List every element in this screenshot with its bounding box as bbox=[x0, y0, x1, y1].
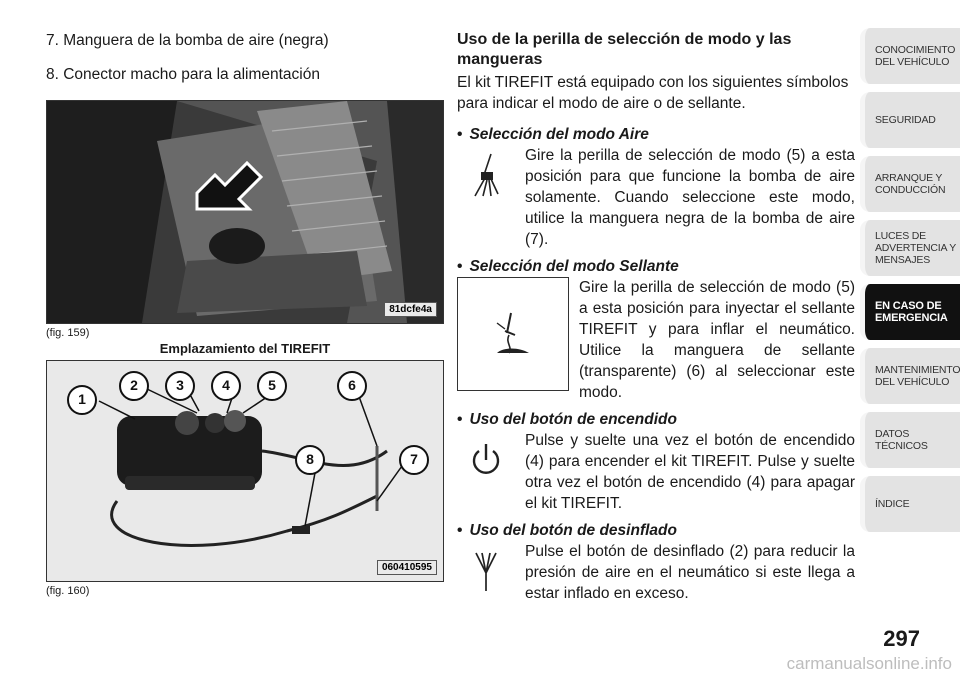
bullet-air-title: Selección del modo Aire bbox=[457, 124, 855, 145]
tab-conocimiento[interactable]: CONOCIMIENTO DEL VEHÍCULO bbox=[860, 28, 960, 84]
callout-6: 6 bbox=[337, 371, 367, 401]
bullet-sealant-text: Gire la perilla de selección de modo (5)… bbox=[579, 279, 855, 401]
page-number: 297 bbox=[883, 626, 920, 651]
callout-2: 2 bbox=[119, 371, 149, 401]
deflate-icon bbox=[457, 541, 515, 601]
fig-159-code: 81dcfe4a bbox=[384, 302, 437, 317]
bullet-air-text: Gire la perilla de selección de modo (5)… bbox=[525, 147, 855, 248]
callout-3: 3 bbox=[165, 371, 195, 401]
list-item-7: 7. Manguera de la bomba de aire (negra) bbox=[46, 32, 329, 49]
callout-5: 5 bbox=[257, 371, 287, 401]
bullet-air: Gire la perilla de selección de modo (5)… bbox=[457, 145, 855, 250]
fig-159-title-brand: TIREFIT bbox=[281, 341, 331, 356]
left-column: 7. Manguera de la bomba de aire (negra) … bbox=[46, 30, 444, 597]
bullet-deflate: Pulse el botón de desinflado (2) para re… bbox=[457, 541, 855, 604]
bullet-sealant-title: Selección del modo Sellante bbox=[457, 256, 855, 277]
tab-mantenimiento[interactable]: MANTENIMIENTO DEL VEHÍCULO bbox=[860, 348, 960, 404]
watermark: carmanualsonline.info bbox=[786, 654, 952, 673]
section-heading: Uso de la perilla de selección de modo y… bbox=[457, 31, 792, 68]
tab-indice[interactable]: ÍNDICE bbox=[860, 476, 960, 532]
fig-160-code: 060410595 bbox=[376, 560, 437, 575]
bullet-deflate-title: Uso del botón de desinflado bbox=[457, 520, 855, 541]
right-column: Uso de la perilla de selección de modo y… bbox=[457, 30, 855, 604]
chapter-tabs: CONOCIMIENTO DEL VEHÍCULO SEGURIDAD ARRA… bbox=[860, 28, 960, 540]
tab-seguridad[interactable]: SEGURIDAD bbox=[860, 92, 960, 148]
bullet-deflate-text: Pulse el botón de desinflado (2) para re… bbox=[525, 543, 855, 602]
fig-159-title: Emplazamiento del TIREFIT bbox=[46, 341, 444, 356]
callout-1: 1 bbox=[67, 385, 97, 415]
power-icon bbox=[457, 430, 515, 490]
sealant-mode-icon bbox=[457, 277, 569, 391]
air-mode-icon bbox=[457, 145, 515, 205]
fig-160-photo: 1 2 3 4 5 6 7 8 060410595 bbox=[46, 360, 444, 582]
fig-159-caption: (fig. 159) bbox=[46, 327, 90, 339]
bullet-power: Pulse y suelte una vez el botón de encen… bbox=[457, 430, 855, 514]
fig-159-photo: 81dcfe4a bbox=[46, 100, 444, 324]
fig-159-title-text: Emplazamiento del bbox=[159, 341, 278, 356]
section-intro: El kit TIREFIT está equipado con los sig… bbox=[457, 74, 849, 112]
fig-160-caption: (fig. 160) bbox=[46, 585, 90, 597]
callout-4: 4 bbox=[211, 371, 241, 401]
bullet-power-title: Uso del botón de encendido bbox=[457, 409, 855, 430]
tab-datos[interactable]: DATOS TÉCNICOS bbox=[860, 412, 960, 468]
tab-luces[interactable]: LUCES DE ADVERTENCIA Y MENSAJES bbox=[860, 220, 960, 276]
list-item-8: 8. Conector macho para la alimentación bbox=[46, 66, 320, 83]
tab-arranque[interactable]: ARRANQUE Y CONDUCCIÓN bbox=[860, 156, 960, 212]
bullet-sealant: Gire la perilla de selección de modo (5)… bbox=[457, 277, 855, 403]
bullet-power-text: Pulse y suelte una vez el botón de encen… bbox=[525, 432, 855, 512]
callout-7: 7 bbox=[399, 445, 429, 475]
tab-emergencia[interactable]: EN CASO DE EMERGENCIA bbox=[860, 284, 960, 340]
callout-8: 8 bbox=[295, 445, 325, 475]
